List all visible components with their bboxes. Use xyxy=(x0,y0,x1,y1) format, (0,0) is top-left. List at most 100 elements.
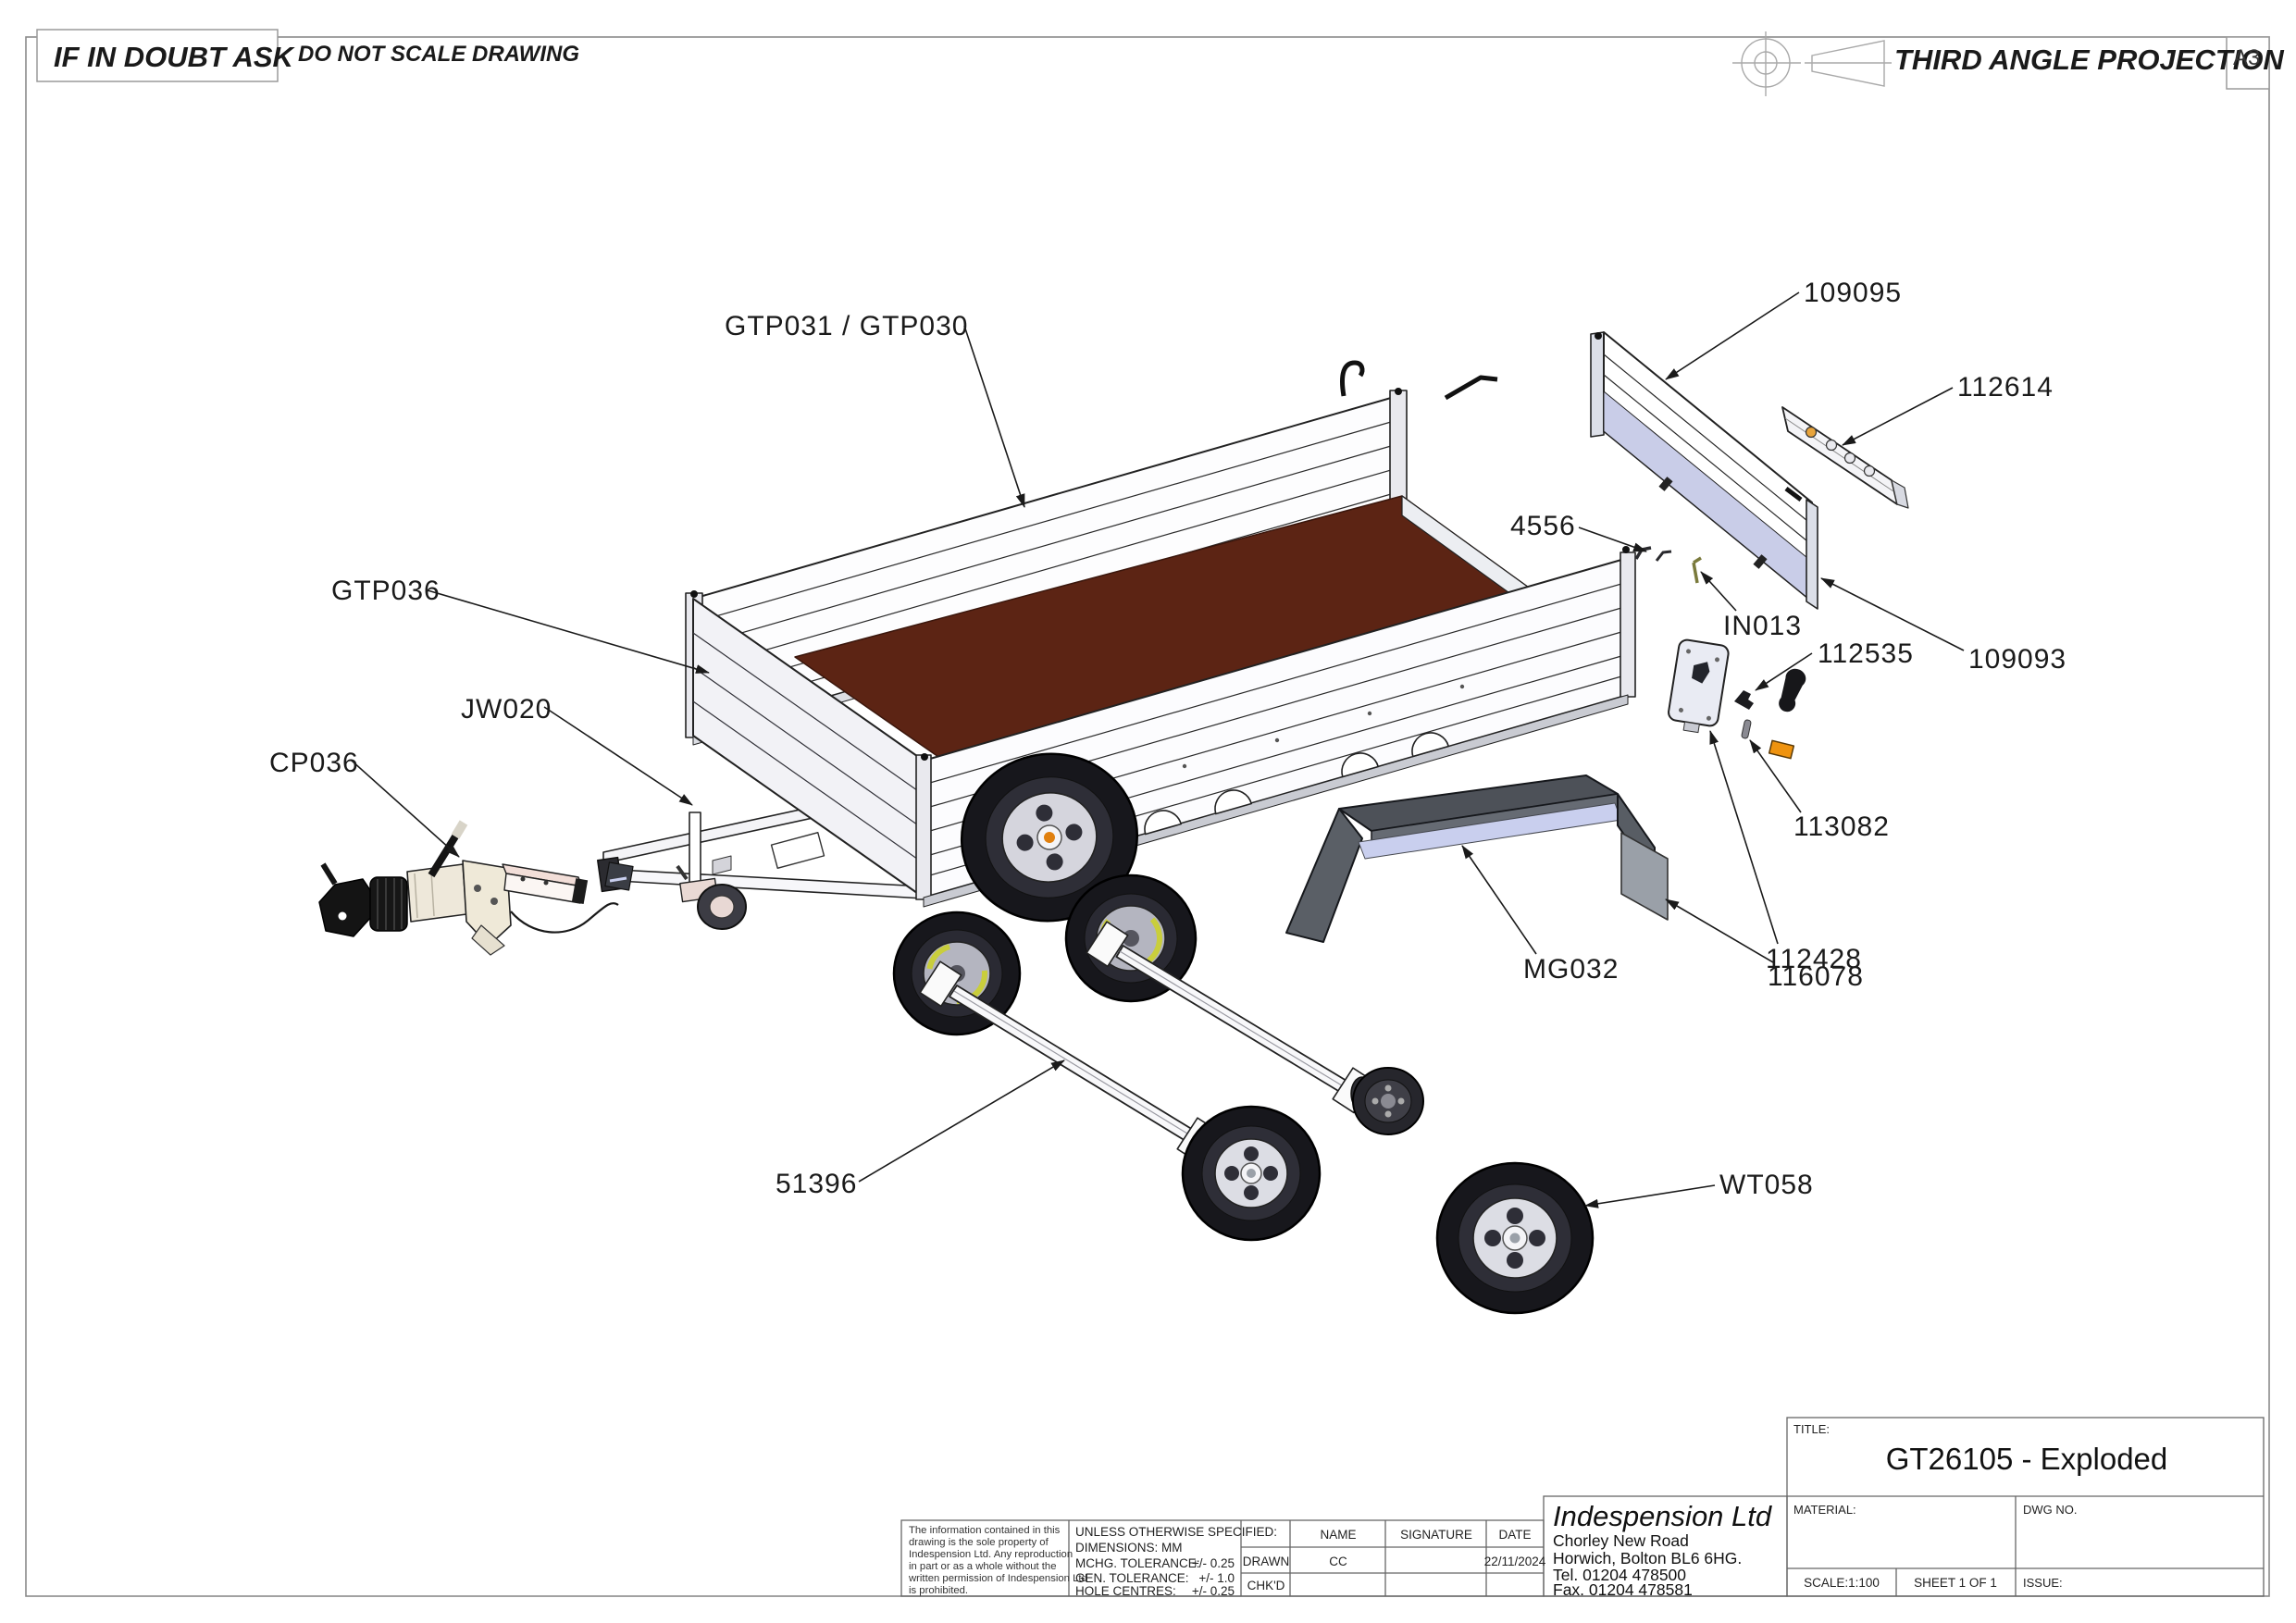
company-name: Indespension Ltd xyxy=(1553,1500,1773,1532)
disclaimer-4: in part or as a whole without the xyxy=(909,1561,1057,1572)
drawn-date: 22/11/2024 xyxy=(1484,1555,1546,1568)
tol-val-gen: +/- 1.0 xyxy=(1198,1571,1235,1585)
signature-header: SIGNATURE xyxy=(1400,1528,1472,1542)
leader-112535 xyxy=(1755,652,1813,691)
exploded-drawing xyxy=(318,331,1909,1315)
reflector-orange xyxy=(1768,739,1795,760)
sheet-size-text: A3 xyxy=(2233,45,2260,70)
part-label-112428: 112428 xyxy=(1766,944,1862,974)
company-address-2: Horwich, Bolton BL6 6HG. xyxy=(1553,1549,1742,1567)
date-header: DATE xyxy=(1498,1528,1531,1542)
leader-112614 xyxy=(1842,387,1954,446)
title-label: TITLE: xyxy=(1793,1422,1830,1436)
clip-112535 xyxy=(1734,690,1754,710)
mudguard-flap xyxy=(1620,832,1669,921)
part-label-51396: 51396 xyxy=(776,1169,857,1199)
drawn-label: DRAWN xyxy=(1243,1555,1290,1568)
leader-116078 xyxy=(1665,898,1774,963)
dwg-no-label: DWG NO. xyxy=(2023,1503,2078,1517)
chkd-label: CHK'D xyxy=(1247,1579,1285,1592)
tol-val-mchg: +/- 0.25 xyxy=(1192,1556,1235,1570)
header: IF IN DOUBT ASK DO NOT SCALE DRAWING THI… xyxy=(54,41,2284,76)
coupling-assembly xyxy=(318,820,619,956)
company-address-3: Tel. 01204 478500 xyxy=(1553,1566,1686,1584)
part-label-112614: 112614 xyxy=(1957,372,2054,403)
lashing-hook xyxy=(1340,360,1365,397)
leader-4556 xyxy=(1578,527,1647,552)
info-table xyxy=(900,1519,1545,1597)
part-label-gtp031-gtp030: GTP031 / GTP030 xyxy=(725,311,968,341)
sheet-value: SHEET 1 OF 1 xyxy=(1914,1576,1997,1590)
projection-text: THIRD ANGLE PROJECTION xyxy=(1894,43,2284,76)
leader-112428 xyxy=(1709,730,1779,945)
title-block: TITLE: GT26105 - Exploded MATERIAL: DWG … xyxy=(900,1417,2265,1599)
tol-line-3: MCHG. TOLERANCE: xyxy=(1075,1556,1200,1570)
jockey-wheel xyxy=(676,812,747,930)
tol-line-1: UNLESS OTHERWISE SPECIFIED: xyxy=(1075,1525,1277,1539)
material-label: MATERIAL: xyxy=(1793,1503,1856,1517)
part-label-113082: 113082 xyxy=(1793,812,1890,842)
name-header: NAME xyxy=(1320,1528,1356,1542)
wheel-wt058 xyxy=(1435,1161,1595,1315)
chassis-plate xyxy=(770,832,825,869)
leader-109093 xyxy=(1820,577,1965,651)
hinge-pin-4556 xyxy=(1634,546,1652,560)
if-in-doubt-text: IF IN DOUBT ASK xyxy=(54,41,296,73)
breakaway-cable xyxy=(510,902,619,934)
part-label-in013: IN013 xyxy=(1723,611,1802,641)
sheet-size-box xyxy=(2226,36,2270,90)
leader-in013 xyxy=(1700,571,1737,612)
drawing-title: GT26105 - Exploded xyxy=(1886,1442,2168,1476)
front-panel xyxy=(692,598,925,898)
disclaimer-1: The information contained in this xyxy=(909,1525,1061,1536)
light-board xyxy=(1781,406,1909,509)
disclaimer-3: Indespension Ltd. Any reproduction xyxy=(909,1549,1073,1560)
do-not-scale-text: DO NOT SCALE DRAWING xyxy=(298,42,579,67)
leader-wt058 xyxy=(1584,1184,1716,1208)
panel-notches xyxy=(1144,732,1450,836)
if-in-doubt-box xyxy=(36,29,279,82)
disclaimer-5: written permission of Indespension Ltd xyxy=(908,1573,1087,1584)
part-label-mg032: MG032 xyxy=(1523,954,1619,985)
part-label-4556: 4556 xyxy=(1510,511,1576,541)
tol-line-2: DIMENSIONS: MM xyxy=(1075,1541,1183,1555)
scale-value: SCALE:1:100 xyxy=(1804,1576,1880,1590)
rear-handle xyxy=(1444,375,1498,401)
leader-jw020 xyxy=(543,706,693,806)
part-label-cp036: CP036 xyxy=(269,748,359,778)
third-angle-projection-icon xyxy=(1732,31,1892,96)
hub-drum xyxy=(1350,1067,1424,1135)
axle-rear xyxy=(1086,921,1375,1114)
part-label-jw020: JW020 xyxy=(461,694,552,725)
drawbar-frame xyxy=(596,800,925,899)
part-label-109093: 109093 xyxy=(1968,644,2066,675)
front-near-post xyxy=(915,754,932,900)
part-label-116078: 116078 xyxy=(1768,961,1864,992)
leader-109095 xyxy=(1665,291,1800,380)
tol-line-5: HOLE CENTRES: xyxy=(1075,1584,1176,1598)
leader-51396 xyxy=(858,1059,1065,1183)
drawn-name: CC xyxy=(1329,1555,1347,1568)
plate-112428 xyxy=(1668,638,1730,734)
part-label-gtp036: GTP036 xyxy=(331,576,441,606)
leader-gtp031-gtp030 xyxy=(963,325,1025,508)
part-label-wt058: WT058 xyxy=(1719,1170,1814,1200)
leader-gtp036 xyxy=(427,589,710,674)
rear-near-post xyxy=(1620,551,1636,698)
disclaimer-6: is prohibited. xyxy=(909,1585,968,1596)
tol-val-hole: +/- 0.25 xyxy=(1192,1584,1235,1598)
spare-wheel xyxy=(960,752,1139,923)
lever-handle xyxy=(1779,668,1806,712)
pin-113082 xyxy=(1741,719,1752,739)
tailgate-panel xyxy=(1590,331,1818,610)
part-label-112535: 112535 xyxy=(1818,638,1914,669)
leader-cp036 xyxy=(351,760,460,858)
axle-front-near-wheel xyxy=(1181,1105,1322,1242)
mudguard xyxy=(1285,774,1669,943)
disclaimer-2: drawing is the sole property of xyxy=(909,1537,1049,1548)
tol-line-4: GEN. TOLERANCE: xyxy=(1075,1571,1189,1585)
part-label-109095: 109095 xyxy=(1804,278,1902,308)
